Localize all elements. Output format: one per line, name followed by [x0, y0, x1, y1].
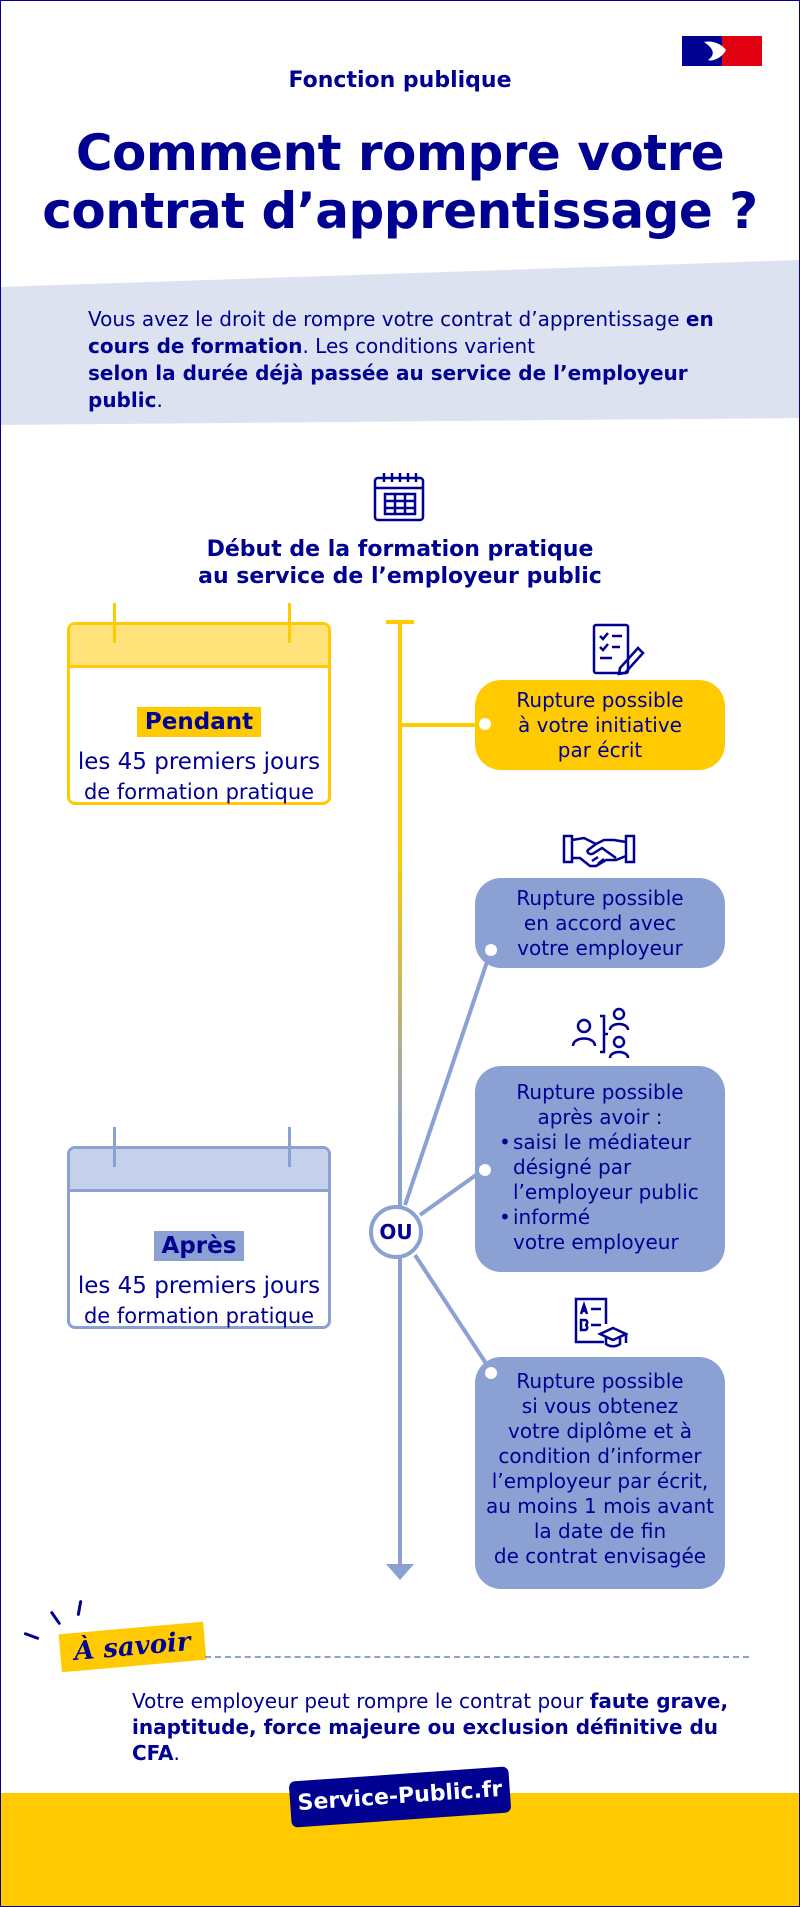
period-desc-after: les 45 premiers jours de formation prati…: [77, 1273, 321, 1328]
connector-agreement: [403, 949, 493, 1206]
connector-dot: [485, 1367, 497, 1379]
a-savoir-divider: [205, 1656, 749, 1658]
spark-decoration: [23, 1631, 40, 1641]
calendar-pin: [288, 603, 291, 643]
calendar-pin: [113, 1127, 116, 1167]
calendar-icon: [373, 473, 425, 522]
intro-band: [0, 260, 800, 425]
handshake-icon: [562, 834, 636, 868]
calendar-pin: [288, 1127, 291, 1167]
a-savoir-badge: À savoir: [58, 1621, 207, 1673]
period-card-during: Pendant les 45 premiers jours de formati…: [67, 603, 331, 805]
diploma-exam-icon: [574, 1297, 628, 1348]
connector-dot: [479, 718, 491, 730]
period-tag-during: Pendant: [136, 707, 262, 737]
period-desc-during: les 45 premiers jours de formation prati…: [77, 749, 321, 804]
option-diploma: Rupture possible si vous obtenez votre d…: [475, 1357, 725, 1589]
written-document-icon: [592, 623, 645, 676]
period-tag-after: Après: [153, 1231, 245, 1261]
connector-diploma: [413, 1253, 493, 1373]
connector-dot: [479, 1164, 491, 1176]
header-category: Fonction publique: [288, 68, 512, 93]
timeline-axis: [398, 622, 402, 1566]
period-card-after: Après les 45 premiers jours de formation…: [67, 1127, 331, 1329]
intro-text: Vous avez le droit de rompre votre contr…: [88, 307, 714, 412]
spark-decoration: [49, 1610, 62, 1626]
connector-mediator: [418, 1168, 485, 1217]
timeline: [386, 620, 493, 1580]
mediation-people-icon: [571, 1007, 630, 1059]
ou-circle: OU: [369, 1205, 423, 1259]
option-agreement: Rupture possible en accord avec votre em…: [475, 878, 725, 968]
spark-decoration: [76, 1599, 83, 1617]
mediator-steps: saisi le médiateur désigné par l’employe…: [475, 1130, 725, 1255]
connector-dot: [485, 944, 497, 956]
start-label: Début de la formation pratique au servic…: [198, 537, 602, 589]
republique-francaise-logo: [682, 36, 762, 66]
a-savoir-text: Votre employeur peut rompre le contrat p…: [132, 1689, 729, 1765]
option-initiative: Rupture possible à votre initiative par …: [475, 680, 725, 770]
option-mediator: Rupture possible après avoir : saisi le …: [475, 1066, 725, 1272]
timeline-arrow: [386, 1564, 414, 1580]
card-header-bar: [70, 625, 328, 668]
calendar-pin: [113, 603, 116, 643]
page-title: Comment rompre votre contrat d’apprentis…: [42, 124, 758, 240]
